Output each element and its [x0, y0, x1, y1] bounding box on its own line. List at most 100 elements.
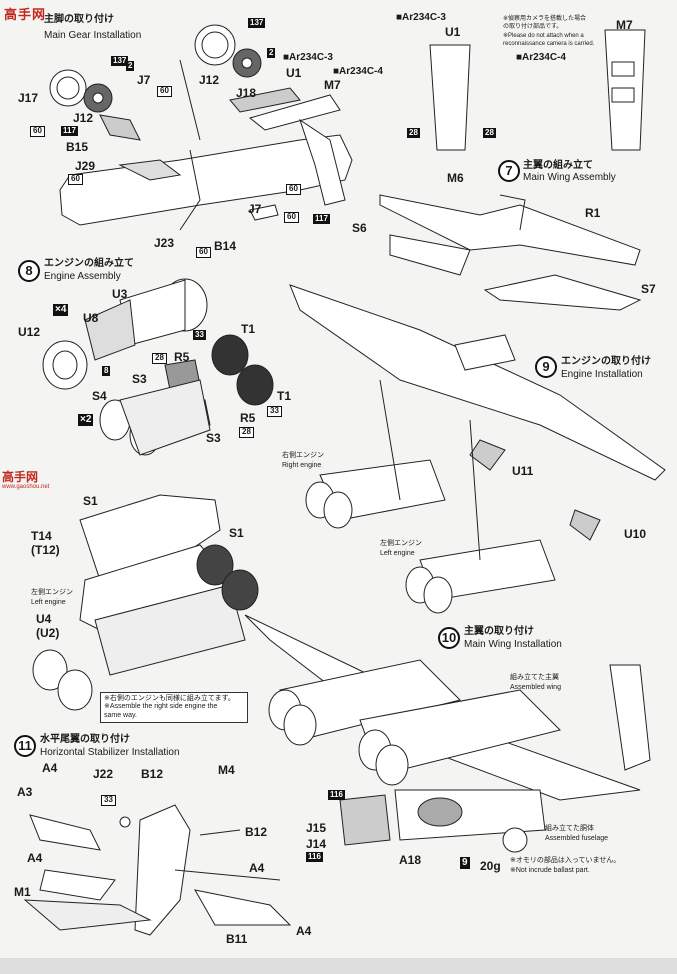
- part-num: 117: [61, 126, 78, 136]
- part-num: 137: [248, 18, 266, 28]
- part-label: J15: [306, 821, 327, 835]
- part-label: B12: [245, 825, 268, 839]
- step11-number: 11: [14, 735, 36, 757]
- ballast-note-jp: ※オモリの部品は入っていません。: [510, 857, 621, 864]
- camera-note-1: ※偵察用カメラを搭載した場合: [503, 16, 587, 22]
- part-num: 2: [267, 48, 276, 58]
- part-label: M6: [447, 171, 464, 185]
- step10-number: 10: [438, 627, 460, 649]
- part-label: U1: [445, 25, 461, 39]
- part-label: M4: [218, 763, 235, 777]
- step10-title-en: Main Wing Installation: [464, 639, 562, 650]
- quantity-badge: ×4: [53, 304, 69, 316]
- part-label: U4: [36, 612, 52, 626]
- part-label: R5: [174, 350, 190, 364]
- part-num: 137: [111, 56, 129, 66]
- left-engine-jp: 左側エンジン: [31, 589, 73, 596]
- step11-title-jp: 水平尾翼の取り付け: [40, 734, 130, 745]
- part-label: U1: [286, 66, 302, 80]
- part-label: S1: [229, 526, 244, 540]
- ballast-part-num: 9: [460, 857, 470, 869]
- part-label: B15: [66, 140, 89, 154]
- part-label: A4: [249, 861, 265, 875]
- part-num: 60: [68, 174, 83, 185]
- step7-title-jp: 主翼の組み立て: [523, 160, 593, 171]
- part-num: 28: [483, 128, 496, 138]
- part-label: B14: [214, 239, 237, 253]
- variant-label: ■Ar234C-3: [283, 52, 333, 63]
- part-label: U3: [112, 287, 128, 301]
- assembled-fuselage-en: Assembled fuselage: [545, 835, 609, 842]
- left-engine-jp: 左側エンジン: [380, 540, 422, 547]
- part-label: (U2): [36, 626, 60, 640]
- engine-note-3: same way.: [104, 711, 137, 719]
- right-engine-jp: 右側エンジン: [282, 452, 324, 459]
- assembled-wing-en: Assembled wing: [510, 684, 561, 691]
- camera-note-2: の取り付け部品です。: [503, 24, 563, 30]
- part-num: 60: [284, 212, 299, 223]
- camera-note-3: ※Please do not attach when a: [503, 33, 584, 39]
- step8-title-en: Engine Assembly: [44, 271, 121, 282]
- part-label: B11: [226, 932, 248, 946]
- part-num: 33: [101, 795, 116, 806]
- watermark-url: www.gaoshou.net: [2, 484, 50, 490]
- part-label: J14: [306, 837, 327, 851]
- step8-number: 8: [18, 260, 40, 282]
- step9-title-jp: エンジンの取り付け: [561, 356, 651, 367]
- part-label: B12: [141, 767, 164, 781]
- left-engine-en: Left engine: [31, 599, 66, 606]
- part-num: 33: [267, 406, 282, 417]
- part-label: T1: [277, 389, 292, 403]
- variant-label: ■Ar234C-4: [333, 66, 383, 77]
- part-label: U11: [512, 464, 534, 478]
- step8-title-jp: エンジンの組み立て: [44, 258, 134, 269]
- part-label: M7: [616, 18, 633, 32]
- part-num: 28: [152, 353, 167, 364]
- watermark-logo: 高手网: [4, 7, 47, 22]
- part-label: S1: [83, 494, 98, 508]
- quantity-badge: ×2: [78, 414, 94, 426]
- part-label: A4: [296, 924, 312, 938]
- step7-title-en: Main Wing Assembly: [523, 172, 616, 183]
- part-num: 28: [239, 427, 254, 438]
- part-label: R5: [240, 411, 256, 425]
- part-num: 60: [286, 184, 301, 195]
- part-num: 60: [157, 86, 172, 97]
- part-label: A4: [27, 851, 43, 865]
- part-num: 60: [30, 126, 45, 137]
- part-label: J7: [137, 73, 151, 87]
- part-num: 33: [193, 330, 206, 340]
- left-engine-en: Left engine: [380, 550, 415, 557]
- engine-note-1: ※右側のエンジンも同様に組み立てます。: [104, 695, 235, 702]
- assembled-fuselage-jp: 組み立てた胴体: [545, 825, 594, 832]
- part-label: U10: [624, 527, 647, 541]
- variant-label: ■Ar234C-3: [396, 12, 446, 23]
- engine-note: ※右側のエンジンも同様に組み立てます。 ※Assemble the right …: [100, 692, 248, 724]
- part-label: M1: [14, 885, 31, 899]
- part-label: J29: [75, 159, 96, 173]
- part-label: R1: [585, 206, 601, 220]
- part-num: 60: [196, 247, 211, 258]
- step9-number: 9: [535, 356, 557, 378]
- part-num: 28: [407, 128, 420, 138]
- part-label: A4: [42, 761, 58, 775]
- part-label: J7: [248, 202, 262, 216]
- part-label: U12: [18, 325, 41, 339]
- part-num: 117: [313, 214, 330, 224]
- part-label: T1: [241, 322, 256, 336]
- step7-number: 7: [498, 160, 520, 182]
- part-label: S3: [206, 431, 221, 445]
- part-label: S4: [92, 389, 107, 403]
- camera-note-4: reconnaissance camera is carried.: [503, 41, 595, 47]
- watermark-side: 高手网: [2, 470, 39, 484]
- right-engine-en: Right engine: [282, 462, 322, 469]
- part-label: U8: [83, 311, 99, 325]
- part-num: 116: [328, 790, 345, 800]
- engine-note-2: ※Assemble the right side engine the: [104, 703, 218, 711]
- part-label: S3: [132, 372, 147, 386]
- step10-title-jp: 主翼の取り付け: [464, 626, 534, 637]
- part-label: J22: [93, 767, 114, 781]
- part-label: J12: [199, 73, 220, 87]
